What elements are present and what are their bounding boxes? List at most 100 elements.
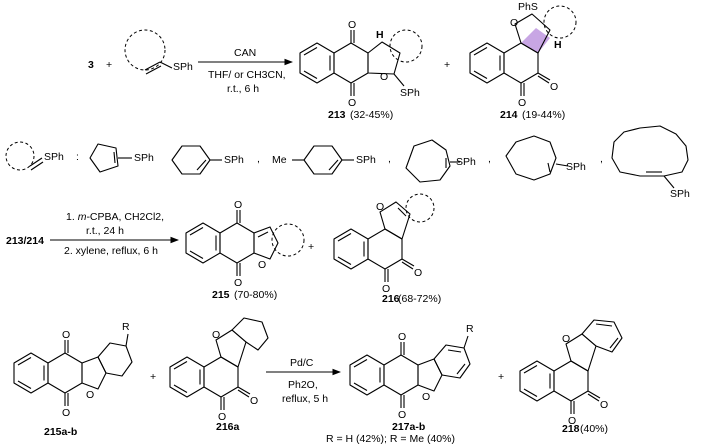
compound-215ab: R O O O <box>13 321 133 419</box>
furan-oxygen: O <box>258 259 266 271</box>
comma: , <box>257 153 260 165</box>
p215-yield: (70-80%) <box>234 289 277 301</box>
p217ab-number: 217a-b <box>392 421 425 433</box>
reactant-3-label: 3 <box>88 59 94 71</box>
oxygen-bottom: O <box>62 407 70 419</box>
p214-number: 214 <box>500 109 518 121</box>
cyclododecenyl-ring <box>611 125 689 177</box>
step1-m: m <box>78 211 87 223</box>
sph-label: SPh <box>670 188 690 200</box>
reagent-can: CAN <box>234 47 256 59</box>
step1-time: r.t., 24 h <box>86 225 124 237</box>
p216-number: 216 <box>382 293 400 305</box>
oxygen-bottom: O <box>568 415 576 427</box>
oxygen-bottom: O <box>348 97 356 109</box>
s215ab-number: 215a-b <box>44 426 77 438</box>
p215-number: 215 <box>212 289 230 301</box>
fused-ring-placeholder-icon <box>405 193 435 223</box>
svg-text:1. m-CPBA, CH2Cl2,: 1. m-CPBA, CH2Cl2, <box>66 211 164 223</box>
sph-label: SPh <box>566 161 586 173</box>
fused-ring-placeholder-icon <box>389 29 423 63</box>
plus-sign: + <box>106 59 112 71</box>
sph-label: SPh <box>224 154 244 166</box>
step2-cond: 2. xylene, reflux, 6 h <box>64 245 158 257</box>
cyclooctenyl-ring <box>505 135 557 181</box>
hydrogen-label: H <box>554 39 562 51</box>
ring-placeholder-icon <box>5 141 35 171</box>
oxygen-top: O <box>398 331 406 343</box>
sph-label: SPh <box>456 156 476 168</box>
plus-sign: + <box>308 241 314 253</box>
oxygen-top: O <box>348 19 356 31</box>
furan-oxygen: O <box>510 17 518 29</box>
cyclopentenyl-ring <box>89 143 119 173</box>
oxygen-bottom: O <box>382 283 390 295</box>
oxygen-bottom: O <box>218 411 226 423</box>
p214-yield: (19-44%) <box>522 109 565 121</box>
product-213: O O H O SPh <box>299 19 423 109</box>
furan-oxygen: O <box>380 71 388 83</box>
plus-sign: + <box>150 371 156 383</box>
comma: , <box>600 153 603 165</box>
plus-sign: + <box>444 59 450 71</box>
oxygen-top: O <box>62 329 70 341</box>
furan-oxygen: O <box>376 201 384 213</box>
legend-colon: : <box>76 151 79 163</box>
fused-ring-placeholder-icon <box>271 223 305 257</box>
p216-yield: (68-72%) <box>398 293 441 305</box>
product-215: O O O <box>185 199 305 289</box>
hydrogen-label: H <box>376 29 384 41</box>
furan-oxygen: O <box>562 333 570 345</box>
vinyl-sulfide-SPh: SPh <box>173 61 193 73</box>
condition-time: r.t., 6 h <box>227 83 259 95</box>
oxygen-right: O <box>250 395 258 407</box>
product-216: O O O <box>333 193 435 295</box>
furan-oxygen: O <box>422 391 430 403</box>
start-213-214: 213/214 <box>6 235 44 247</box>
product-218: O O O <box>519 319 623 427</box>
p213-number: 213 <box>328 109 346 121</box>
arrow-pdc: Pd/C Ph2O, reflux, 5 h <box>266 357 342 405</box>
reagent-pdc: Pd/C <box>290 357 314 369</box>
plus-sign: + <box>498 371 504 383</box>
p218-number: 218 <box>562 423 580 435</box>
sph-label: SPh <box>134 152 154 164</box>
oxygen-bottom: O <box>398 409 406 421</box>
legend-sph: SPh <box>44 151 64 163</box>
r-substituent: R <box>122 321 130 333</box>
p217ab-note: R = H (42%); R = Me (40%) <box>326 433 455 445</box>
solvent-ph2o: Ph2O, <box>288 379 318 391</box>
cycloheptenyl-ring <box>405 139 451 183</box>
product-217ab: R O O O <box>349 323 474 421</box>
methyl-label: Me <box>272 154 287 166</box>
fused-ring-placeholder-icon <box>543 5 577 39</box>
step1-reagent: -CPBA, CH2Cl2, <box>86 211 164 223</box>
furan-oxygen: O <box>212 329 220 341</box>
oxygen-right: O <box>550 81 558 93</box>
cyclohexenyl-ring <box>171 145 211 175</box>
furan-oxygen: O <box>86 389 94 401</box>
oxygen-bottom: O <box>518 97 526 109</box>
phs-label: PhS <box>518 1 538 13</box>
p213-yield: (32-45%) <box>350 109 393 121</box>
ring-placeholder-icon <box>124 29 166 71</box>
row1-reactants: 3 + SPh <box>88 29 193 75</box>
oxygen-top: O <box>234 199 242 211</box>
condition-solvent: THF/ or CH3CN, <box>208 69 286 81</box>
reflux-time: reflux, 5 h <box>282 393 328 405</box>
oxygen-right: O <box>600 399 608 411</box>
oxygen-right: O <box>414 267 422 279</box>
p218-yield: (40%) <box>580 423 608 435</box>
sph-label: SPh <box>356 154 376 166</box>
comma: , <box>388 153 391 165</box>
compound-216a: O O O <box>169 317 269 423</box>
oxygen-bottom: O <box>234 277 242 289</box>
ring-legend: SPh : SPh SPh , Me SPh , SPh , SPh , SPh <box>5 125 690 200</box>
r-substituent: R <box>466 323 474 335</box>
product-214: O PhS H O O <box>469 1 577 109</box>
comma: , <box>488 153 491 165</box>
methylcyclohexenyl-ring <box>303 145 343 175</box>
step1-prefix: 1. <box>66 211 78 223</box>
sph-label: SPh <box>400 87 420 99</box>
